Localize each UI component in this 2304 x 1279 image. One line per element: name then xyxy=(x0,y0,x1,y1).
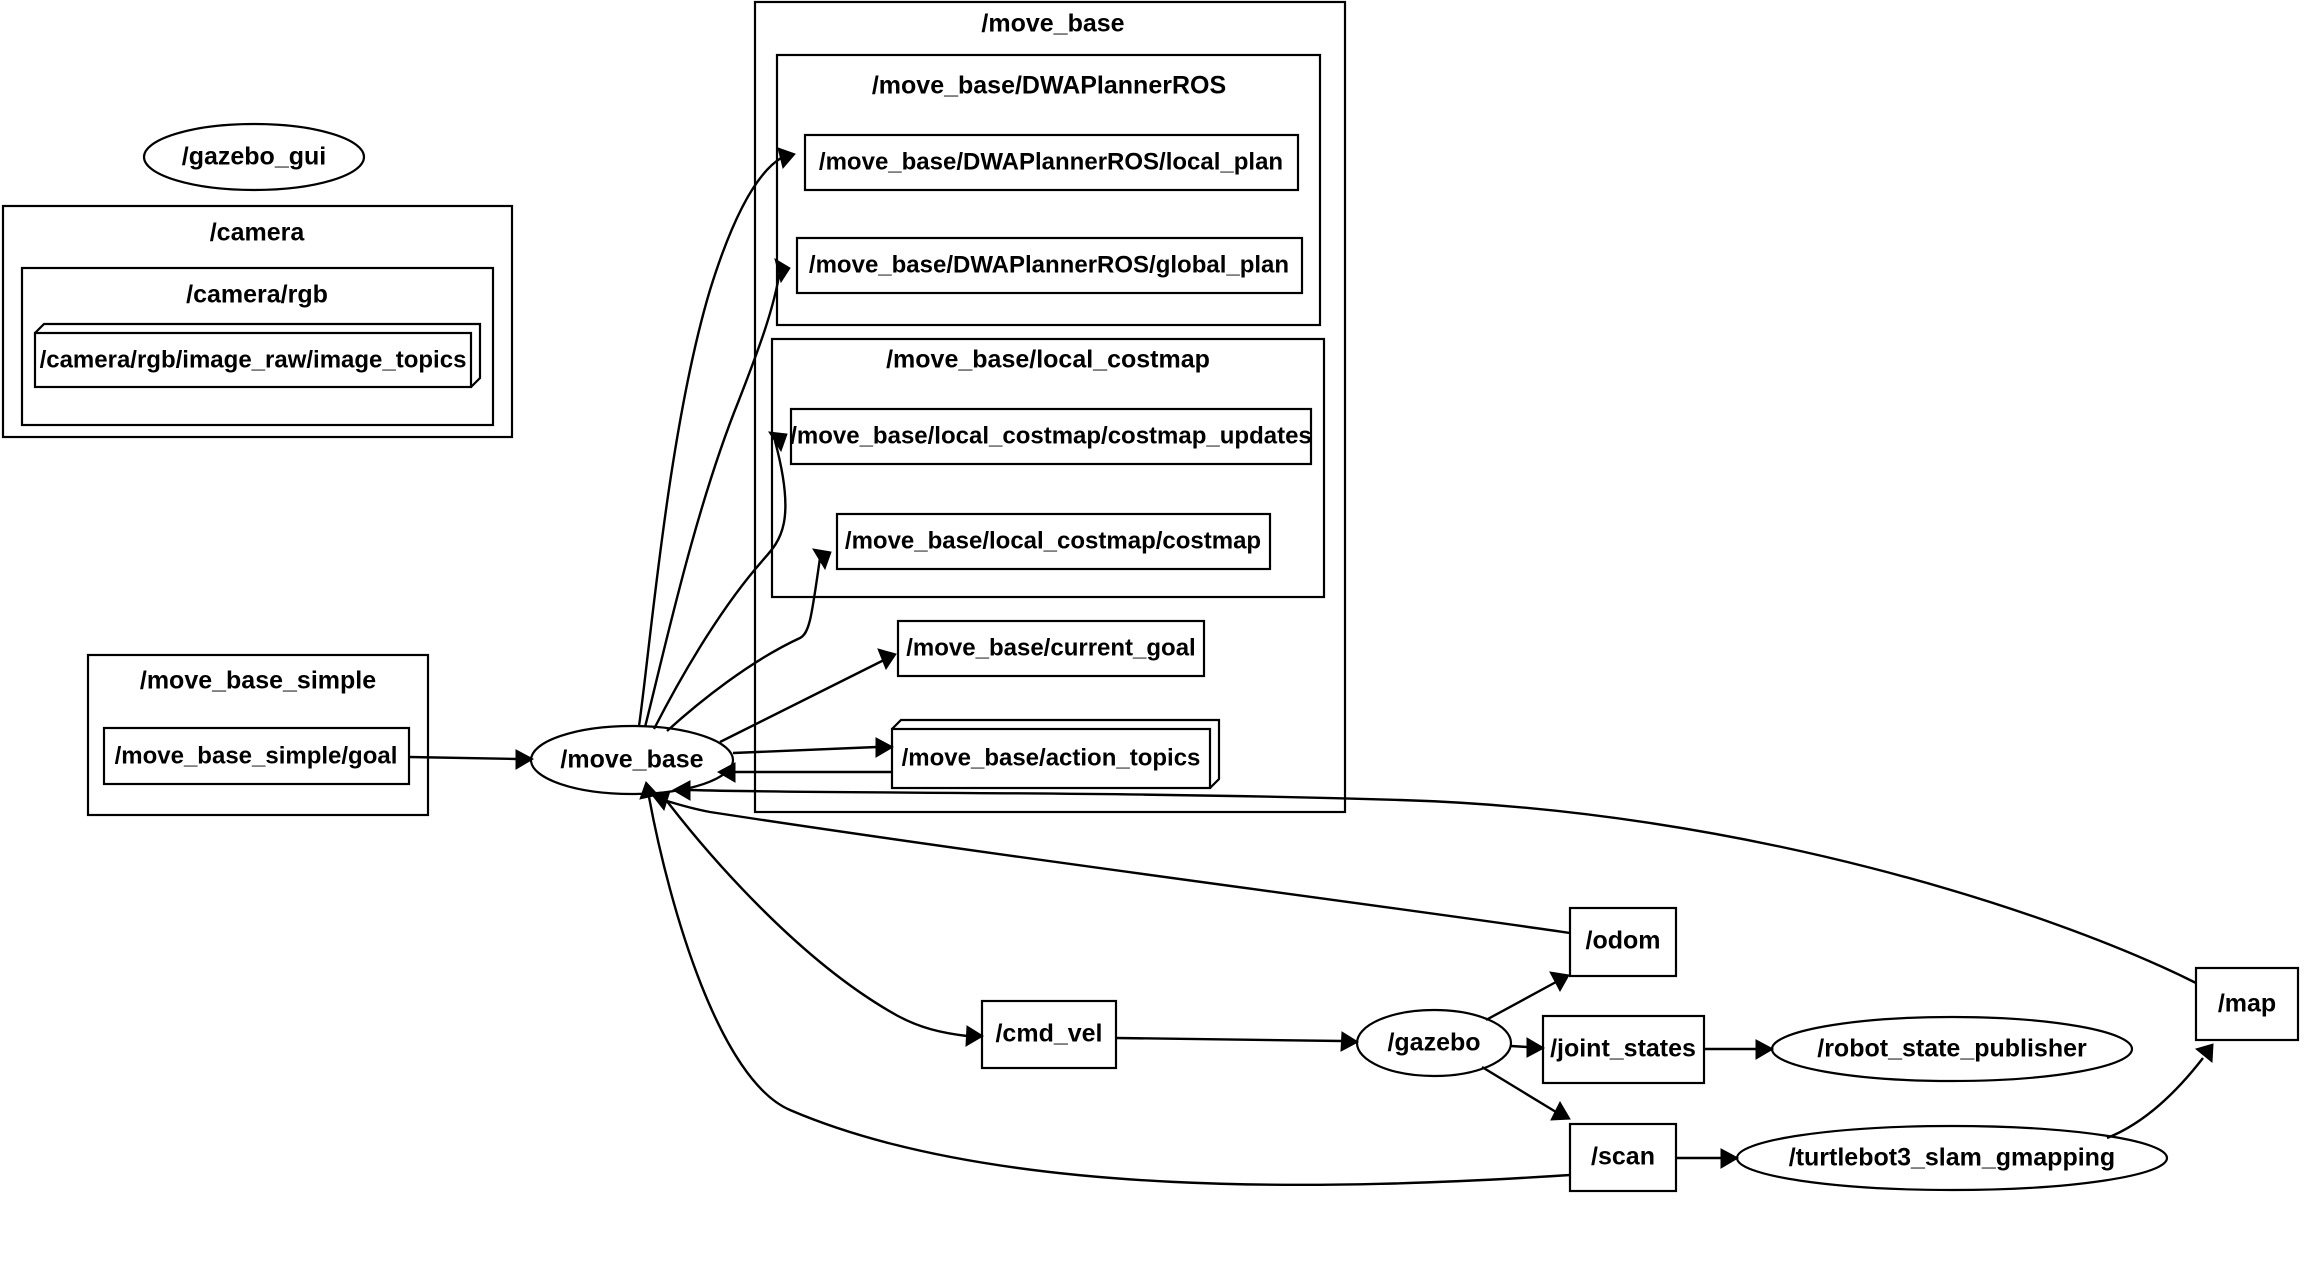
cluster-move-base-label: /move_base xyxy=(981,10,1124,38)
move-base-label: /move_base xyxy=(560,746,703,774)
current-goal-label: /move_base/current_goal xyxy=(906,634,1195,661)
current-goal-box xyxy=(896,619,1206,678)
cluster-dwa-border xyxy=(775,53,1322,327)
gazebo-label: /gazebo xyxy=(1387,1029,1480,1057)
edge-move-base-to-cmd-vel xyxy=(659,791,984,1047)
action-topics-label: /move_base/action_topics xyxy=(902,744,1201,771)
node-dwa-global-plan[interactable]: /move_base/DWAPlannerROS/global_plan xyxy=(795,236,1304,295)
edge-action-topics-to-move-base xyxy=(716,762,891,783)
node-turtlebot3-slam-gmapping[interactable]: /turtlebot3_slam_gmapping xyxy=(1735,1124,2169,1192)
scan-box xyxy=(1568,1122,1678,1193)
cmd-vel-box xyxy=(980,999,1118,1070)
node-scan[interactable]: /scan xyxy=(1568,1122,1678,1193)
odom-box xyxy=(1568,906,1678,978)
edge-gazebo-to-scan xyxy=(1481,1065,1571,1121)
edge-gazebo-to-odom xyxy=(1485,971,1570,1022)
edge-odom-to-move-base xyxy=(652,790,1571,935)
edge-scan-to-move-base xyxy=(639,781,1571,1187)
cluster-dwa-planner-ros[interactable]: /move_base/DWAPlannerROS xyxy=(775,53,1322,327)
image-topics-label: /camera/rgb/image_raw/image_topics xyxy=(40,346,467,373)
edge-slam-gmapping-to-map xyxy=(2106,1043,2214,1140)
node-robot-state-publisher[interactable]: /robot_state_publisher xyxy=(1770,1015,2134,1083)
edge-simple-goal-to-move-base xyxy=(408,749,535,770)
gazebo-gui-ellipse xyxy=(142,122,366,192)
costmap-updates-box xyxy=(789,407,1313,466)
cluster-move-base[interactable]: /move_base xyxy=(753,0,1347,814)
node-gazebo-gui[interactable]: /gazebo_gui xyxy=(142,122,366,192)
simple-goal-box xyxy=(102,726,411,786)
odom-label: /odom xyxy=(1586,927,1661,955)
robot-state-publisher-label: /robot_state_publisher xyxy=(1817,1035,2087,1063)
map-label: /map xyxy=(2218,990,2276,1018)
edge-move-base-to-local-plan xyxy=(637,147,796,727)
edge-move-base-to-current-goal xyxy=(719,648,897,744)
costmap-label: /move_base/local_costmap/costmap xyxy=(845,527,1261,554)
cluster-camera[interactable]: /camera xyxy=(1,204,514,439)
edge-gazebo-to-joint-states xyxy=(1510,1037,1546,1058)
costmap-box xyxy=(835,512,1272,571)
global-plan-box xyxy=(795,236,1304,295)
simple-goal-label: /move_base_simple/goal xyxy=(115,742,398,769)
node-move-base[interactable]: /move_base xyxy=(529,724,735,796)
cluster-local-costmap[interactable]: /move_base/local_costmap xyxy=(770,337,1326,599)
node-local-costmap-costmap-updates[interactable]: /move_base/local_costmap/costmap_updates xyxy=(789,407,1313,466)
cluster-local-costmap-border xyxy=(770,337,1326,599)
global-plan-label: /move_base/DWAPlannerROS/global_plan xyxy=(809,251,1289,278)
edge-scan-to-slam-gmapping xyxy=(1676,1148,1740,1169)
image-topics-box xyxy=(33,331,473,389)
cluster-camera-rgb[interactable]: /camera/rgb xyxy=(20,266,495,427)
node-local-costmap-costmap[interactable]: /move_base/local_costmap/costmap xyxy=(835,512,1272,571)
cluster-local-costmap-label: /move_base/local_costmap xyxy=(886,346,1210,374)
node-move-base-action-topics[interactable]: /move_base/action_topics xyxy=(890,718,1221,790)
cluster-camera-label: /camera xyxy=(210,219,306,247)
node-map[interactable]: /map xyxy=(2194,966,2300,1042)
joint-states-label: /joint_states xyxy=(1550,1035,1696,1063)
gazebo-gui-label: /gazebo_gui xyxy=(182,143,326,171)
node-cmd-vel[interactable]: /cmd_vel xyxy=(980,999,1118,1070)
cluster-move-base-simple[interactable]: /move_base_simple xyxy=(86,653,430,817)
slam-gmapping-label: /turtlebot3_slam_gmapping xyxy=(1789,1144,2115,1172)
node-joint-states[interactable]: /joint_states xyxy=(1541,1014,1706,1085)
cluster-camera-rgb-border xyxy=(20,266,495,427)
node-dwa-local-plan[interactable]: /move_base/DWAPlannerROS/local_plan xyxy=(803,133,1300,192)
node-move-base-simple-goal[interactable]: /move_base_simple/goal xyxy=(102,726,411,786)
cluster-move-base-simple-label: /move_base_simple xyxy=(140,667,376,695)
node-odom[interactable]: /odom xyxy=(1568,906,1678,978)
scan-label: /scan xyxy=(1591,1143,1655,1171)
action-topics-box xyxy=(890,727,1212,790)
edge-move-base-to-action-topics xyxy=(732,737,895,758)
edge-move-base-to-costmap-updates xyxy=(652,431,788,730)
node-camera-rgb-image-raw-image-topics[interactable]: /camera/rgb/image_raw/image_topics xyxy=(33,322,482,389)
edge-cmd-vel-to-gazebo xyxy=(1115,1031,1360,1052)
cluster-move-base-border xyxy=(753,0,1347,814)
map-box xyxy=(2194,966,2300,1042)
costmap-updates-label: /move_base/local_costmap/costmap_updates xyxy=(790,422,1312,449)
local-plan-label: /move_base/DWAPlannerROS/local_plan xyxy=(819,148,1283,175)
cluster-camera-rgb-label: /camera/rgb xyxy=(186,281,328,309)
edge-joint-states-to-robot-state-publisher xyxy=(1704,1039,1775,1060)
edge-move-base-to-costmap xyxy=(666,548,832,732)
joint-states-box xyxy=(1541,1014,1706,1085)
node-move-base-current-goal[interactable]: /move_base/current_goal xyxy=(896,619,1206,678)
edge-map-to-move-base xyxy=(671,780,2197,985)
cluster-move-base-simple-border xyxy=(86,653,430,817)
cmd-vel-label: /cmd_vel xyxy=(995,1020,1102,1048)
cluster-camera-border xyxy=(1,204,514,439)
cluster-dwa-label: /move_base/DWAPlannerROS xyxy=(872,72,1226,100)
edge-move-base-to-global-plan xyxy=(643,257,791,728)
local-plan-box xyxy=(803,133,1300,192)
